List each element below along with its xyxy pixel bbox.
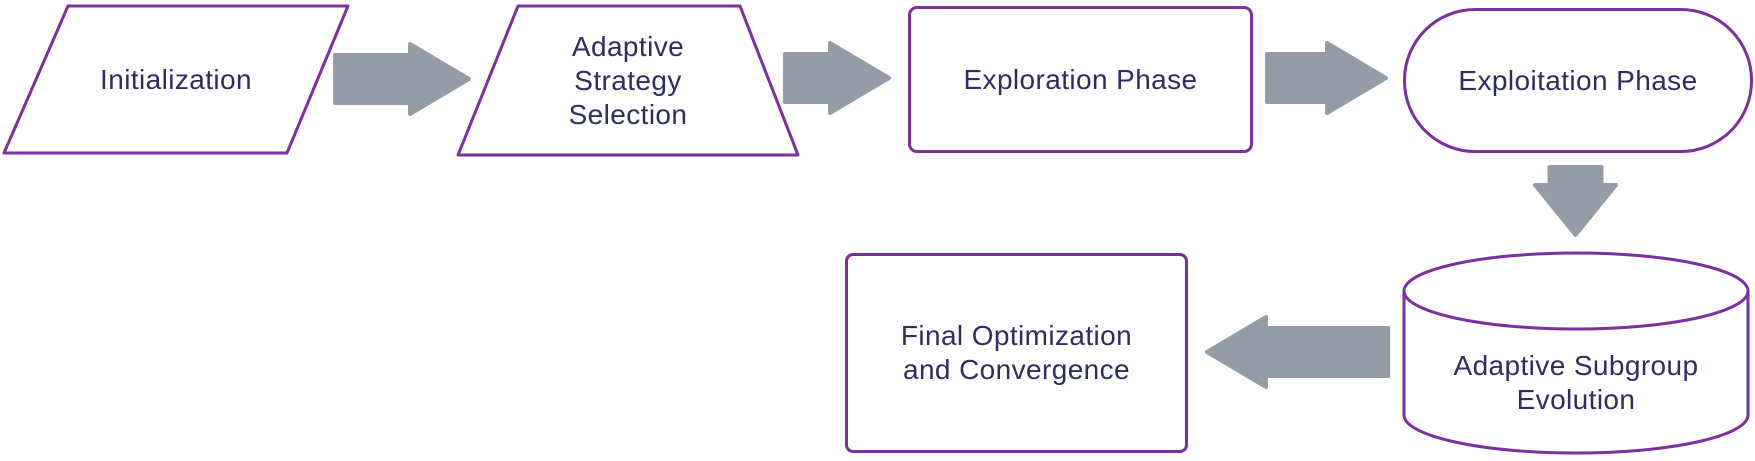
node-final-optimization-and-convergence: Final Optimization and Convergence (845, 253, 1188, 453)
node-label: Exploitation Phase (1458, 64, 1698, 96)
parallelogram-shape (2, 4, 350, 155)
node-label: Initialization (100, 63, 252, 95)
cylinder-shape (1402, 251, 1750, 455)
node-label: Exploration Phase (963, 63, 1198, 95)
node-initialization: Initialization (2, 4, 350, 155)
arrow-right-icon (783, 39, 893, 117)
node-label: Adaptive Strategy Selection (568, 30, 688, 130)
node-exploitation-phase: Exploitation Phase (1403, 8, 1753, 153)
arrow-down-icon (1531, 165, 1620, 239)
rectangle-shape (908, 6, 1253, 153)
trapezoid-shape (456, 4, 800, 157)
node-adaptive-subgroup-evolution: Adaptive Subgroup Evolution (1402, 251, 1750, 455)
arrow-left-icon (1203, 313, 1390, 391)
stadium-shape (1403, 8, 1753, 153)
node-label: Adaptive Subgroup Evolution (1453, 350, 1699, 415)
arrow-right-icon (1265, 39, 1390, 117)
node-adaptive-strategy-selection: Adaptive Strategy Selection (456, 4, 800, 157)
arrow-right-icon (333, 40, 473, 118)
node-exploration-phase: Exploration Phase (908, 6, 1253, 153)
node-label: Final Optimization and Convergence (900, 320, 1133, 385)
rectangle-shape (845, 253, 1188, 453)
